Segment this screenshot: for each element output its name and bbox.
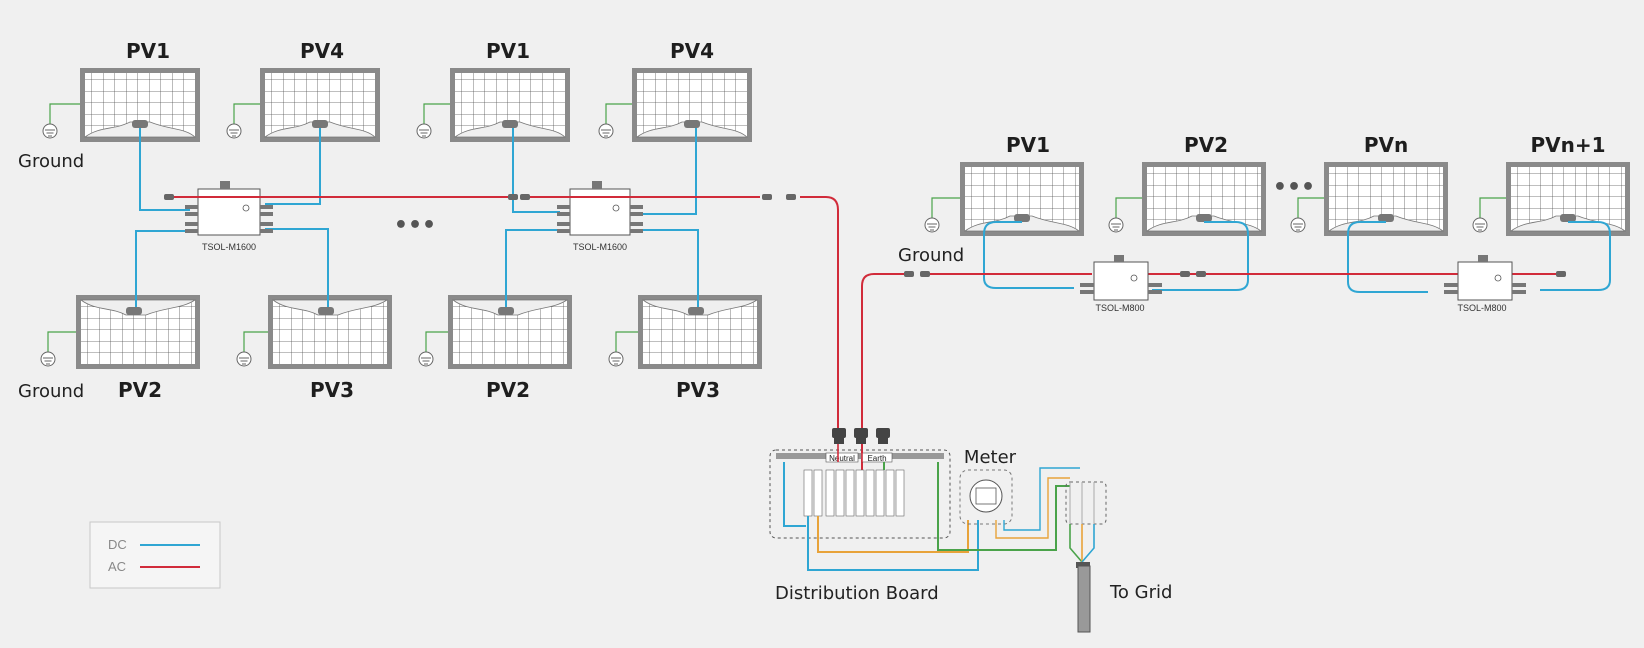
junction-box — [688, 307, 704, 315]
panel-label: PV3 — [310, 378, 354, 402]
inverter-label: TSOL-M800 — [1457, 303, 1506, 313]
pv-panel — [448, 295, 572, 369]
panel-label: PV1 — [1006, 133, 1050, 157]
panel-label: PV2 — [118, 378, 162, 402]
panel-label: PV2 — [1184, 133, 1228, 157]
junction-box — [1378, 214, 1394, 222]
inverter-label: TSOL-M1600 — [202, 242, 256, 252]
ground-label: Ground — [18, 381, 84, 402]
ground-symbol-icon — [40, 331, 76, 367]
distribution-board: Neutral Earth — [769, 428, 1070, 571]
ground-symbol-icon — [1472, 197, 1506, 233]
ellipsis: ••• — [394, 213, 436, 238]
panel-label: PV2 — [486, 378, 530, 402]
grounding-rod-icon — [1076, 562, 1091, 633]
legend-label: AC — [108, 559, 126, 574]
ellipsis: ••• — [1273, 175, 1315, 200]
ground-symbol-icon — [598, 103, 632, 139]
ground-symbol-icon — [226, 103, 260, 139]
ground-symbol-icon — [416, 103, 450, 139]
meter-label: Meter — [964, 447, 1017, 468]
ground-label: Ground — [18, 151, 84, 172]
ground-symbol-icon — [924, 197, 960, 233]
grid-label: To Grid — [1109, 582, 1172, 603]
grid-connection — [1065, 481, 1107, 563]
junction-box — [312, 120, 328, 128]
junction-box — [132, 120, 148, 128]
distribution-board-label: Distribution Board — [775, 583, 939, 604]
panel-label: PV1 — [486, 39, 530, 63]
panel-label: PV4 — [670, 39, 714, 63]
ground-symbol-icon — [1290, 197, 1324, 233]
ground-symbol-icon — [1108, 197, 1142, 233]
pv-panel — [638, 295, 762, 369]
legend: DC AC — [89, 521, 221, 589]
ground-symbol-icon — [236, 331, 268, 367]
dc-wires — [983, 221, 1611, 293]
group-a: PV1 PV4 PV2 PV3 Ground Ground — [18, 39, 392, 402]
panel-label: PV4 — [300, 39, 344, 63]
microinverter-icon — [557, 181, 643, 236]
panel-label: PV1 — [126, 39, 170, 63]
junction-box — [318, 307, 334, 315]
panel-label: PVn — [1364, 133, 1408, 157]
ground-symbol-icon — [418, 331, 448, 367]
microinverter-icon — [1080, 255, 1162, 301]
ground-label: Ground — [898, 245, 964, 266]
pv-panel — [1506, 162, 1630, 236]
pv-panel — [268, 295, 392, 369]
panel-label: PV3 — [676, 378, 720, 402]
junction-box — [1196, 214, 1212, 222]
junction-box — [502, 120, 518, 128]
junction-box — [498, 307, 514, 315]
dc-wires — [135, 128, 329, 307]
pv-panel — [632, 68, 752, 142]
ac-trunk-1 — [164, 194, 839, 432]
group-c: PV1 PV2 PVn PVn+1 Ground ••• — [861, 133, 1630, 490]
cable-gland-icon — [832, 428, 890, 444]
microinverter-icon — [1444, 255, 1526, 301]
ac-trunk-2 — [861, 271, 1566, 490]
ground-symbol-icon — [608, 331, 638, 367]
inverter-label: TSOL-M1600 — [573, 242, 627, 252]
pv-panel — [1142, 162, 1266, 236]
pv-panel — [260, 68, 380, 142]
junction-box — [1014, 214, 1030, 222]
junction-box — [126, 307, 142, 315]
microinverter-icon — [185, 181, 273, 236]
pv-panel — [450, 68, 570, 142]
ground-symbol-icon — [42, 103, 80, 139]
legend-label: DC — [108, 537, 127, 552]
panel-label: PVn+1 — [1530, 133, 1605, 157]
junction-box — [684, 120, 700, 128]
earth-label: Earth — [867, 454, 886, 463]
pv-panel — [76, 295, 200, 369]
pv-panel — [1324, 162, 1448, 236]
neutral-label: Neutral — [829, 454, 855, 463]
dc-wires — [505, 128, 699, 307]
inverter-label: TSOL-M800 — [1095, 303, 1144, 313]
pv-panel — [960, 162, 1084, 236]
breaker-icon — [803, 469, 905, 517]
meter-icon — [959, 469, 1013, 525]
pv-panel — [80, 68, 200, 142]
junction-box — [1560, 214, 1576, 222]
group-b: PV1 PV4 PV2 PV3 — [416, 39, 762, 402]
